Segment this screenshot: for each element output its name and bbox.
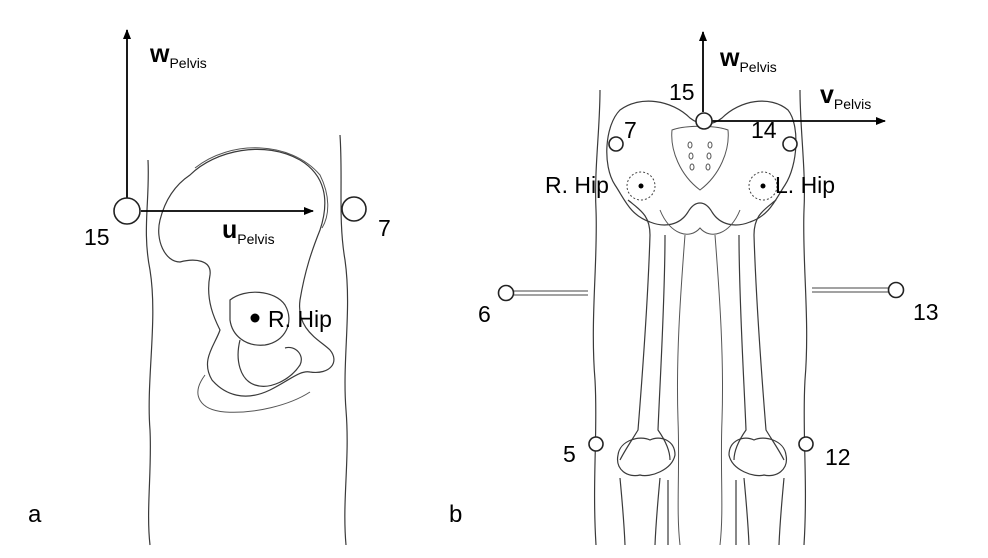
panel-b-sacral-foramina	[687, 141, 713, 171]
panel-a-marker-7	[341, 196, 367, 222]
panel-a-body-outline-left	[145, 159, 154, 546]
panel-b-pubis	[659, 209, 741, 235]
panel-a-iliac-crest	[194, 147, 329, 229]
panel-b-marker-5	[588, 436, 604, 452]
panel-b-letter: b	[449, 501, 462, 528]
panel-a-acetabulum	[229, 291, 290, 346]
panel-a-letter: a	[28, 501, 42, 528]
panel-a-hip-label: R. Hip	[268, 306, 332, 332]
panel-b-right-hip-joint	[626, 171, 656, 201]
panel-b-outline-right	[799, 89, 808, 546]
panel-b-inner-thigh-left	[676, 234, 686, 546]
panel-b-marker-6-label: 6	[478, 301, 491, 327]
panel-b-w-axis-label: wPelvis	[719, 44, 777, 75]
panel-a: wPelvis uPelvis 15 7 R. Hip a	[28, 29, 391, 546]
panel-b-v-axis-label: vPelvis	[820, 81, 871, 112]
panel-b-inner-thigh-right	[714, 234, 724, 546]
panel-b-left-hip-center	[760, 183, 766, 189]
panel-b-sacrum	[671, 125, 729, 191]
panel-a-w-axis-label: wPelvis	[149, 40, 207, 71]
panel-b-marker-7-label: 7	[624, 117, 637, 143]
panel-b-left-hip-label: L. Hip	[775, 172, 835, 198]
panel-b-marker-14-label: 14	[751, 117, 777, 143]
panel-a-marker-15-label: 15	[84, 224, 110, 250]
panel-a-ischium	[197, 374, 311, 413]
panel-b-marker-15-label: 15	[669, 79, 695, 105]
panel-a-hip-center	[250, 313, 260, 323]
panel-b-marker-6	[497, 284, 515, 302]
panel-b-marker-12	[798, 436, 814, 452]
panel-b-marker-5-label: 5	[563, 441, 576, 467]
panel-b-right-knee	[616, 437, 676, 477]
panel-b-left-femur	[733, 199, 785, 461]
panel-b-right-femur	[619, 199, 671, 461]
panel-b-right-hip-label: R. Hip	[545, 172, 609, 198]
panel-b: wPelvis vPelvis 15 7 14 6 13 5 12 R. Hip…	[449, 31, 939, 546]
panel-b-left-knee	[728, 437, 788, 477]
panel-b-outline-left	[592, 89, 601, 546]
panel-a-u-axis-label: uPelvis	[222, 216, 275, 247]
panel-b-marker-15	[695, 112, 713, 130]
panel-b-marker-13	[887, 281, 905, 299]
panel-a-pelvis-ilium	[158, 148, 335, 397]
panel-a-body-outline-right	[339, 134, 349, 546]
panel-b-marker-13-label: 13	[913, 299, 939, 325]
panel-b-marker-14	[782, 136, 798, 152]
panel-b-right-hip-center	[638, 183, 644, 189]
panel-b-right-tibia	[619, 477, 669, 546]
panel-a-marker-15	[113, 197, 141, 225]
panel-b-marker-12-label: 12	[825, 444, 851, 470]
panel-a-femur-neck	[237, 339, 302, 387]
panel-b-left-hip-joint	[748, 171, 778, 201]
panel-b-left-tibia	[735, 477, 785, 546]
panel-b-marker-7	[608, 136, 624, 152]
panel-a-marker-7-label: 7	[378, 215, 391, 241]
